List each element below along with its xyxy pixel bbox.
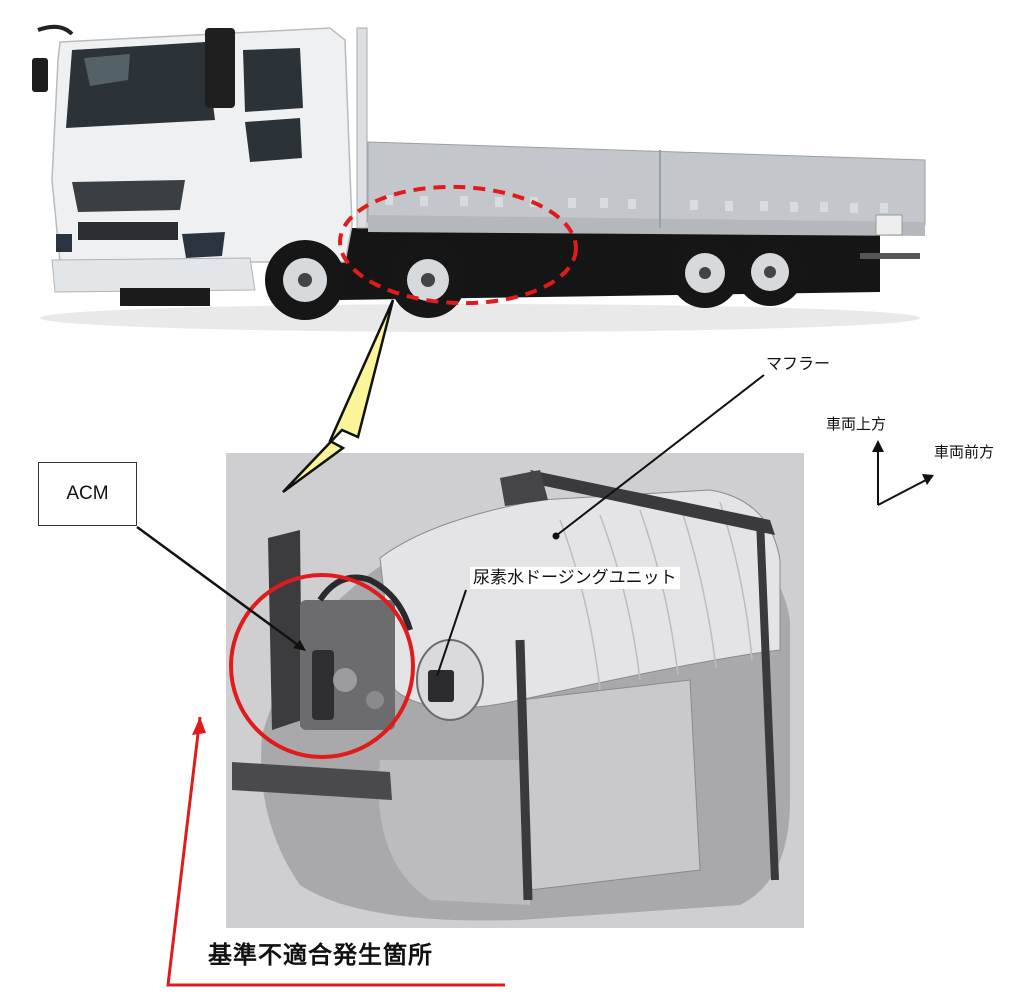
truck-illustration xyxy=(32,24,926,332)
acm-label: ACM xyxy=(66,483,109,504)
wheels xyxy=(265,238,804,320)
muffler-label: マフラー xyxy=(766,354,831,373)
acm-label-box: ACM xyxy=(38,462,137,526)
acm-leader-line xyxy=(136,525,303,650)
acm-highlight-circle xyxy=(229,573,415,759)
vehicle-front-label: 車両前方 xyxy=(934,443,995,461)
zoom-arrow-icon xyxy=(282,299,395,494)
defect-location-label: 基準不適合発生箇所 xyxy=(208,941,433,969)
defect-leader-line xyxy=(166,716,505,987)
muffler-unit-render xyxy=(232,470,790,921)
orientation-axes-icon xyxy=(872,440,934,506)
defect-arrowhead-icon xyxy=(192,717,206,735)
urea-leader-line xyxy=(436,589,467,677)
urea-dosing-unit-label: 尿素水ドージングユニット xyxy=(470,567,680,589)
muffler-leader-line xyxy=(556,374,765,536)
truck-highlight-ellipse xyxy=(338,184,578,306)
vehicle-up-label: 車両上方 xyxy=(826,415,887,433)
